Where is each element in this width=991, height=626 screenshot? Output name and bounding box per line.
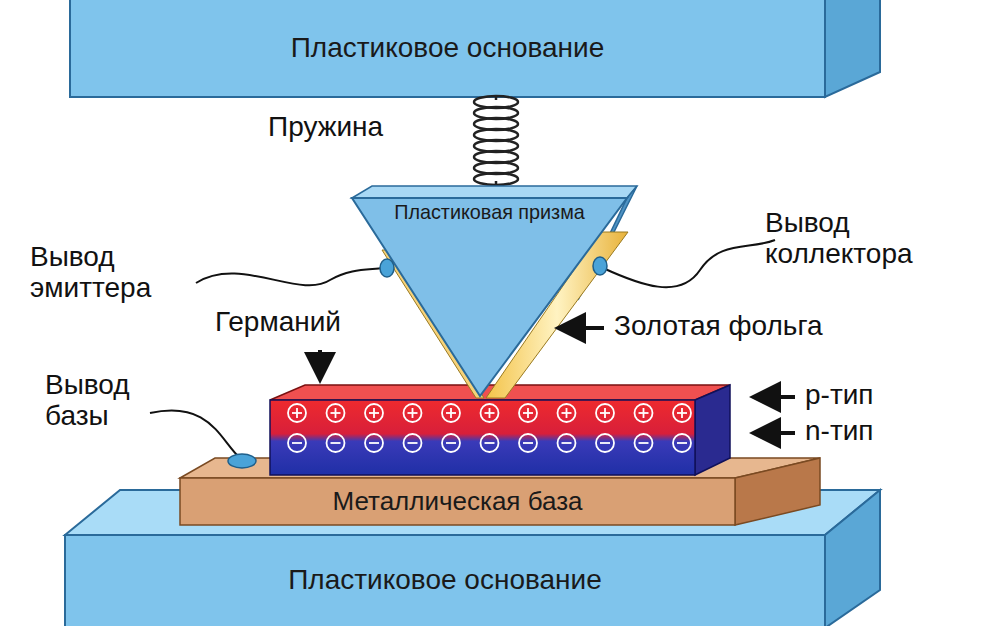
- contact-dots: [228, 257, 607, 468]
- node-text: Пластиковое основание: [288, 565, 602, 596]
- n-type-label: n-тип: [805, 416, 935, 447]
- spring-label: Пружина: [268, 112, 448, 143]
- node-text: Пластиковое основание: [291, 33, 605, 64]
- germanium-label: Германий: [215, 307, 395, 338]
- emitter-lead-label: Вывод эмиттера: [30, 242, 198, 304]
- node-text: Металлическая база: [332, 487, 582, 516]
- lead-wires: [150, 240, 775, 458]
- base-lead-label: Вывод базы: [45, 370, 155, 432]
- top-slab: [70, 0, 880, 97]
- spring: [474, 96, 518, 188]
- plastic-prism: Пластиковая призма: [382, 198, 597, 278]
- pointer-arrows: [320, 328, 795, 433]
- node-text: Пластиковая призма: [394, 202, 585, 224]
- plastic-base: Пластиковое основание: [70, 0, 825, 97]
- collector-lead-label: Вывод коллектора: [765, 208, 980, 270]
- metal-base: Металлическая база: [180, 478, 735, 525]
- p-type-label: p-тип: [805, 380, 935, 411]
- gold-foil-label: Золотая фольга: [614, 311, 974, 342]
- prism: [352, 186, 637, 398]
- plastic-base: Пластиковое основание: [65, 535, 825, 626]
